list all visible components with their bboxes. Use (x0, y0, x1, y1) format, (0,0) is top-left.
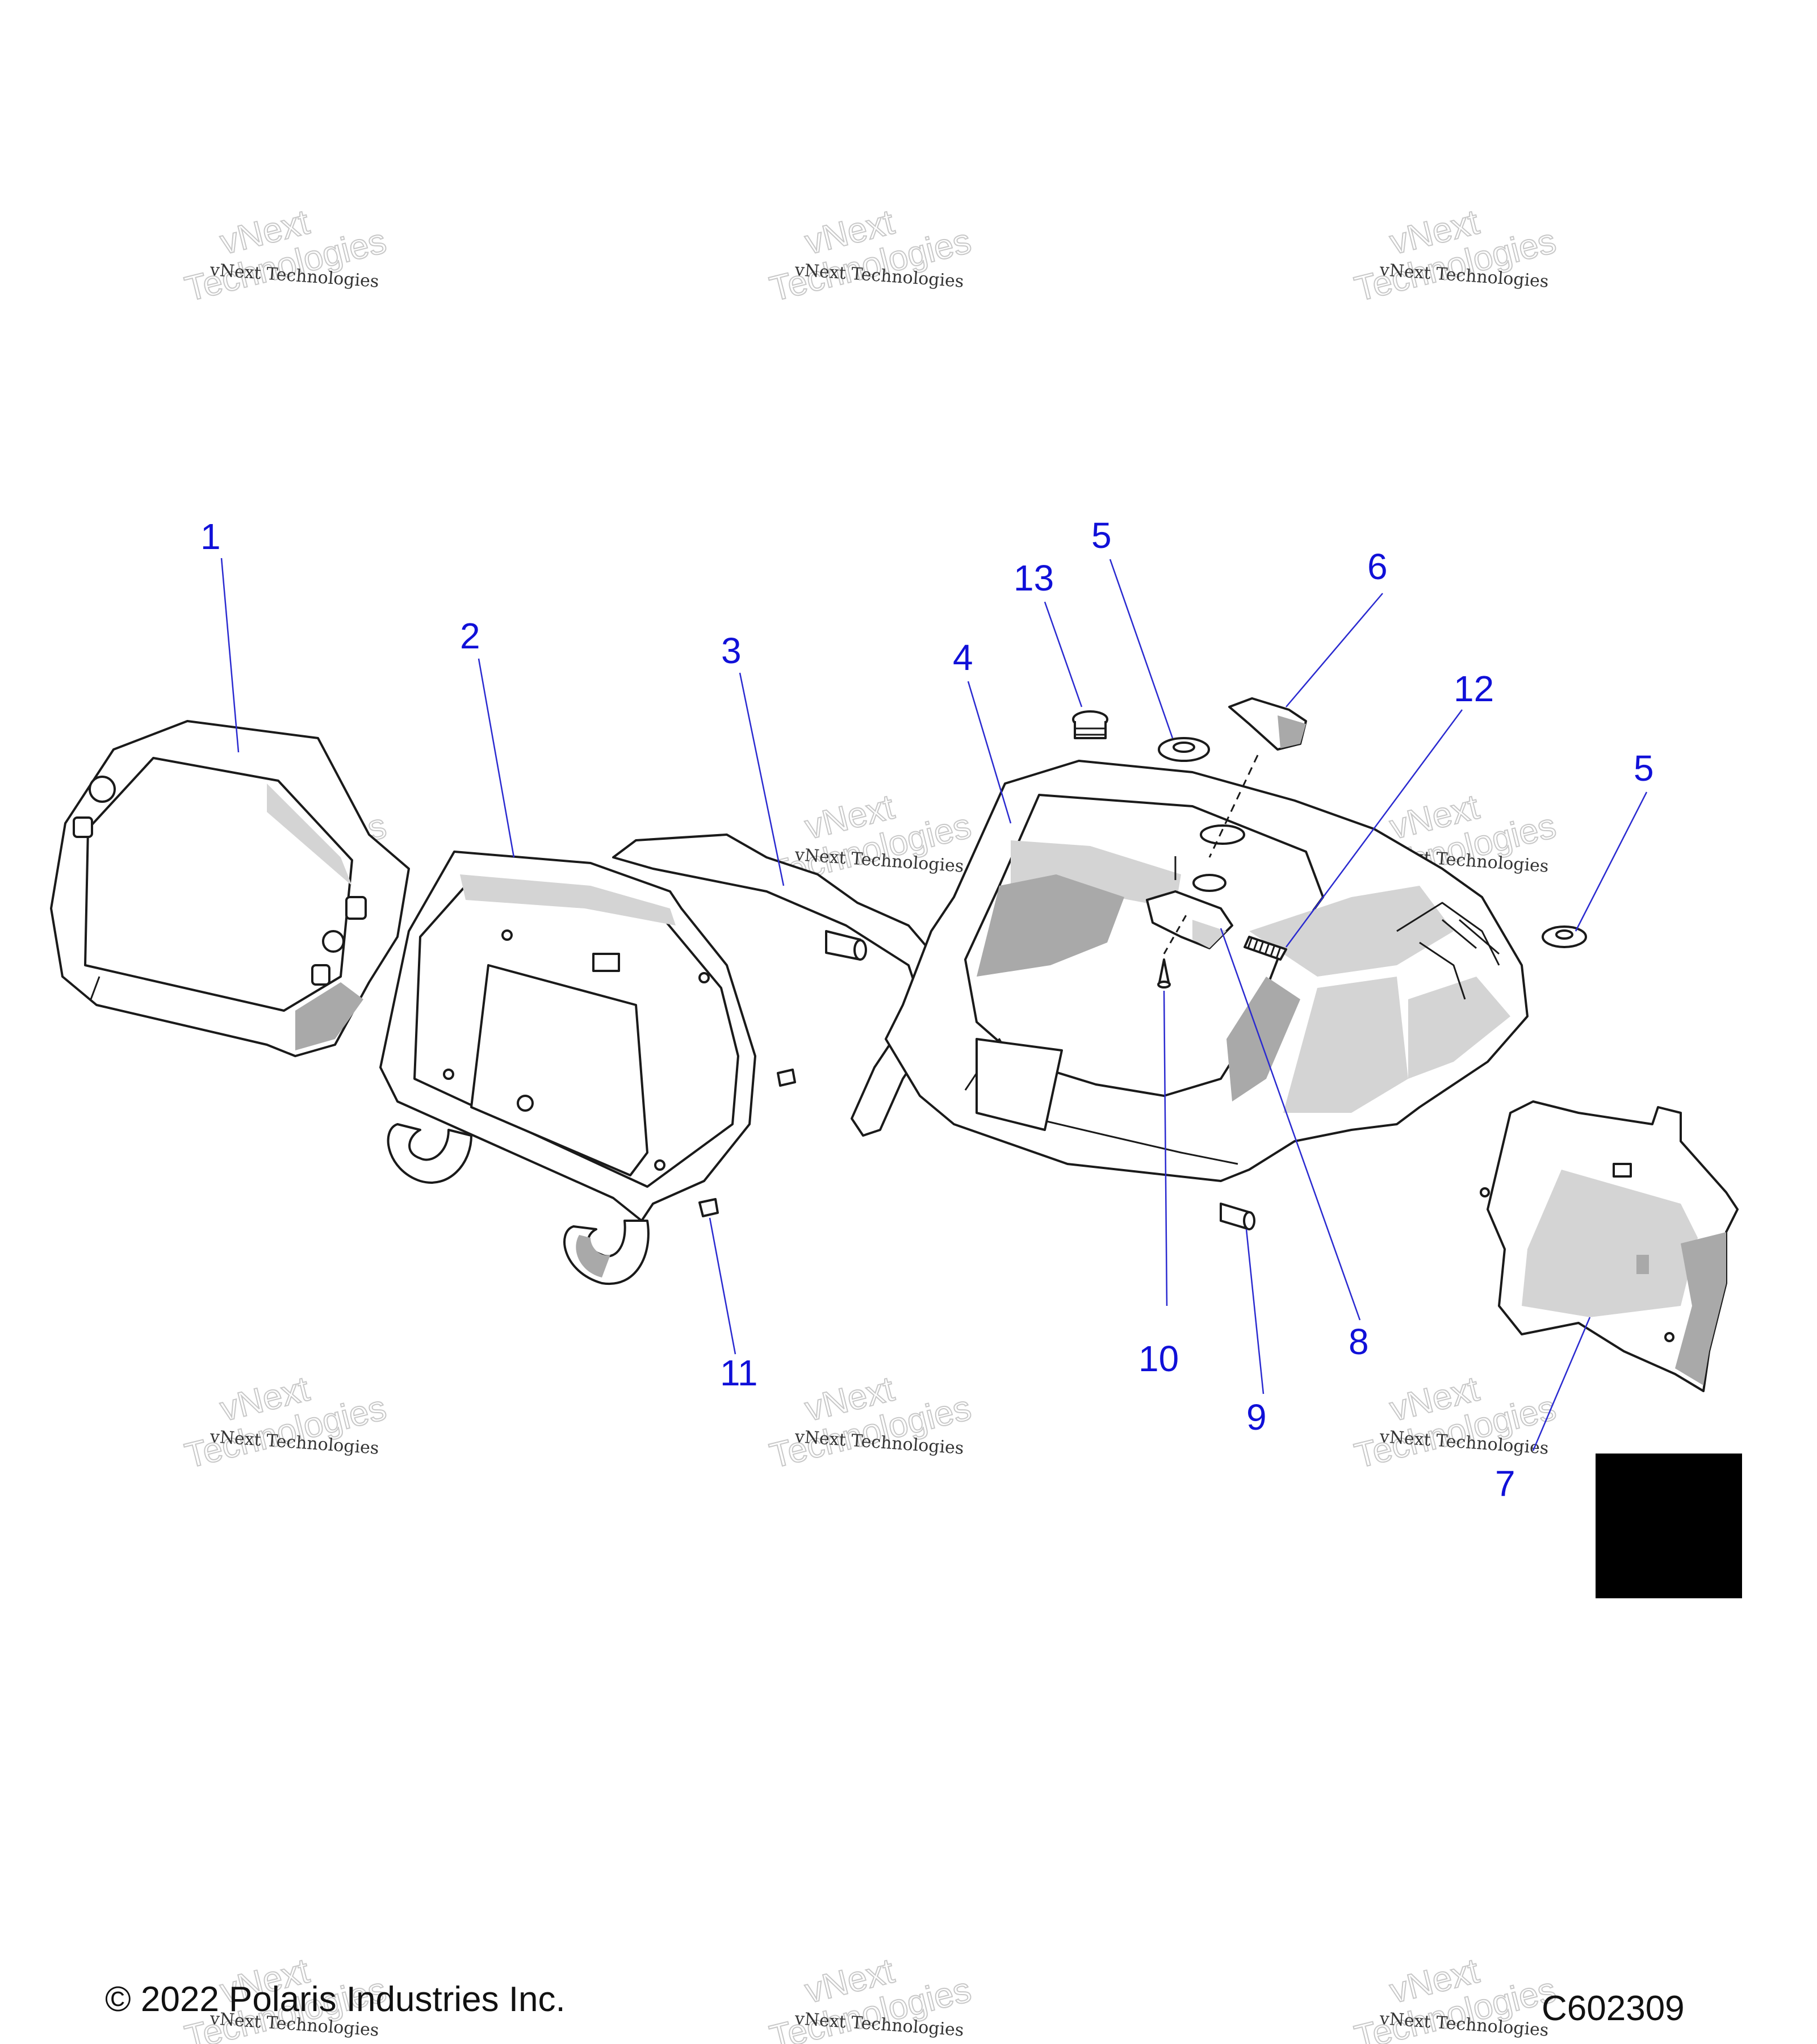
black-square (1596, 1454, 1742, 1598)
callout-13: 13 (1014, 558, 1054, 598)
callout-3: 3 (721, 630, 742, 671)
callout-labels: 1 2 3 4 5 5 6 7 8 9 10 11 12 13 (200, 515, 1654, 1504)
callout-7: 7 (1495, 1463, 1515, 1504)
leader-4 (967, 681, 1012, 824)
callout-4: 4 (953, 637, 973, 678)
part-12-spring (1244, 936, 1287, 961)
leader-1 (220, 558, 240, 753)
leader-2 (478, 658, 515, 858)
leader-7 (1532, 1317, 1591, 1451)
callout-5a: 5 (1091, 515, 1112, 556)
leader-9 (1245, 1229, 1265, 1394)
part-2-bezel-mount (379, 851, 756, 1285)
part-9-pin (1220, 1203, 1255, 1230)
leader-10 (1163, 990, 1168, 1306)
leader-13 (1044, 601, 1083, 707)
pin (825, 930, 867, 961)
leader-12 (1285, 709, 1463, 948)
leader-11 (709, 1217, 736, 1355)
leader-5a (1109, 559, 1174, 739)
drawing-code: C602309 (1542, 1989, 1685, 2028)
part-7-cover (1480, 1100, 1739, 1392)
leader-lines (220, 558, 1648, 1451)
part-3-gasket (612, 833, 949, 1137)
callout-11: 11 (720, 1352, 757, 1393)
part-10-screw (1157, 914, 1188, 989)
leader-8 (1220, 928, 1361, 1321)
leader-6 (1286, 593, 1383, 707)
callout-5b: 5 (1634, 748, 1654, 789)
part-13-plug (1072, 710, 1108, 739)
part-1-display-gauge (50, 720, 410, 1057)
callout-10: 10 (1138, 1338, 1179, 1379)
callout-9: 9 (1246, 1397, 1267, 1438)
callout-6: 6 (1367, 546, 1388, 587)
part-4-housing (885, 760, 1529, 1182)
callout-1: 1 (200, 516, 221, 557)
callout-8: 8 (1349, 1321, 1369, 1362)
callout-2: 2 (460, 615, 480, 656)
part-11-screw (698, 1069, 796, 1217)
copyright-text: © 2022 Polaris Industries Inc. (105, 1980, 566, 2019)
part-8-latch (1146, 890, 1233, 949)
callout-12: 12 (1454, 668, 1494, 709)
part-6-latch-knob (1208, 697, 1307, 858)
leader-3 (739, 672, 785, 886)
leader-5b (1575, 791, 1648, 932)
part-5-grommet (1158, 737, 1587, 948)
